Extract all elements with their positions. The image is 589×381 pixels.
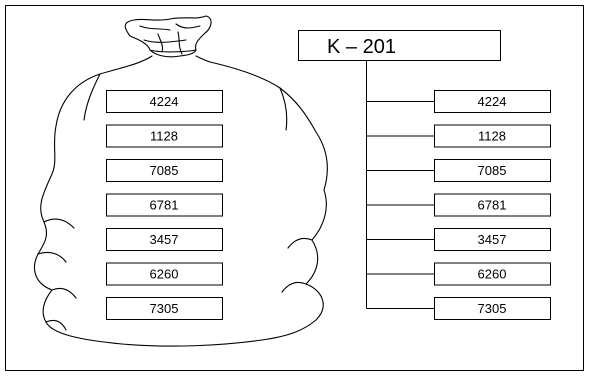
bag-number-item: 3457 xyxy=(106,228,223,251)
bag-number-box xyxy=(106,262,223,286)
bag-number-box xyxy=(106,193,223,217)
bag-number-item: 7305 xyxy=(106,297,223,320)
bag-number-number: 4224 xyxy=(150,94,179,109)
bag-number-list: 4224 1128 7085 6781 3457 6260 7305 xyxy=(106,90,223,320)
tree-number-number: 3457 xyxy=(478,232,507,247)
bag-number-box xyxy=(106,159,223,182)
tree-number-box xyxy=(434,124,551,148)
bag-number-item: 6260 xyxy=(106,262,223,286)
sack-body xyxy=(34,55,328,347)
tree-number-item: 3457 xyxy=(434,228,551,251)
tree-number-number: 7085 xyxy=(478,163,507,178)
bag-number-number: 3457 xyxy=(150,232,179,247)
tree-number-box xyxy=(434,193,551,217)
bag-number-number: 7085 xyxy=(150,163,179,178)
tree-number-box xyxy=(434,90,551,113)
tree-number-item: 7305 xyxy=(434,297,551,320)
tree-number-number: 6781 xyxy=(478,198,507,213)
bag-number-box xyxy=(106,124,223,148)
tree-number-list: 4224 1128 7085 6781 3457 6260 7305 xyxy=(434,90,551,320)
tree-number-box xyxy=(434,297,551,320)
tree-number-item: 4224 xyxy=(434,90,551,113)
tree-root-box xyxy=(298,30,501,61)
bag-number-box xyxy=(106,228,223,251)
tree-number-number: 1128 xyxy=(478,129,506,144)
bag-number-box xyxy=(106,297,223,320)
bag-number-number: 6781 xyxy=(150,198,179,213)
tree-number-item: 1128 xyxy=(434,124,551,148)
bag-number-item: 1128 xyxy=(106,124,223,148)
sack-illustration xyxy=(34,15,328,347)
outer-frame xyxy=(5,5,584,371)
bag-number-item: 4224 xyxy=(106,90,223,113)
bag-number-number: 7305 xyxy=(150,301,179,316)
sack-knot-folds xyxy=(139,23,201,58)
tree-number-number: 6260 xyxy=(478,267,507,282)
tree-root-label: K – 201 xyxy=(327,36,396,58)
sack-knot xyxy=(124,15,212,53)
tree-root: K – 201 xyxy=(298,30,501,61)
tree-number-item: 6260 xyxy=(434,262,551,286)
bag-number-number: 6260 xyxy=(150,267,179,282)
bag-number-item: 6781 xyxy=(106,193,223,217)
bag-number-number: 1128 xyxy=(150,129,178,144)
tree-number-number: 7305 xyxy=(478,301,507,316)
tree-connectors xyxy=(366,61,435,309)
tree-number-box xyxy=(434,262,551,286)
tree-number-box xyxy=(434,228,551,251)
tree-number-number: 4224 xyxy=(478,94,507,109)
tree-number-item: 7085 xyxy=(434,159,551,182)
bag-number-box xyxy=(106,90,223,113)
tree-number-item: 6781 xyxy=(434,193,551,217)
sack-fold-lines xyxy=(37,73,313,331)
tree-number-box xyxy=(434,159,551,182)
bag-number-item: 7085 xyxy=(106,159,223,182)
